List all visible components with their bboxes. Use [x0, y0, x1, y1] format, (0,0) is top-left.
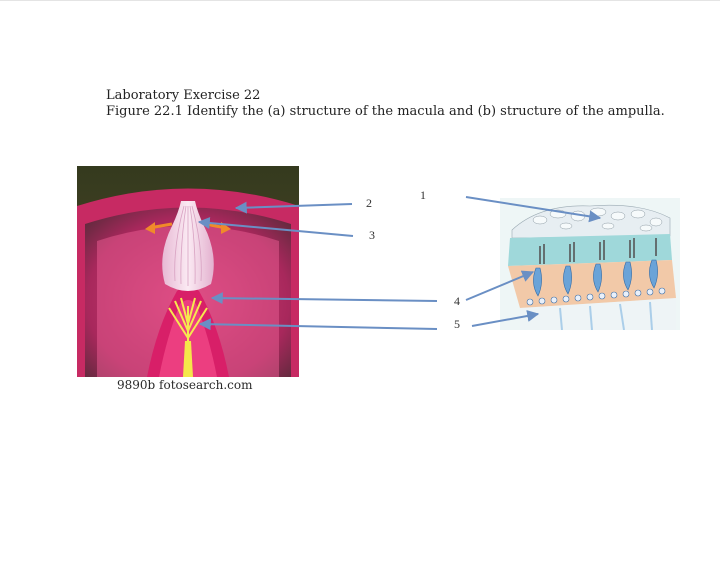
- leader-line-1: [465, 196, 602, 223]
- exercise-title: Laboratory Exercise 22: [106, 88, 261, 103]
- figure-a-caption: 9890b fotosearch.com: [117, 378, 253, 392]
- figure-a-illustration: [77, 166, 299, 377]
- leader-line-5b: [471, 310, 540, 327]
- label-3: 3: [369, 228, 375, 242]
- leader-line-4: [210, 292, 438, 305]
- leader-line-5: [198, 318, 438, 331]
- label-1: 1: [420, 188, 426, 202]
- leader-line-4b: [465, 270, 535, 301]
- label-2: 2: [366, 196, 372, 210]
- leader-line-2: [234, 201, 353, 214]
- label-5: 5: [454, 317, 460, 331]
- figure-b-illustration: [500, 198, 680, 330]
- page-top-border: [0, 0, 720, 1]
- figure-instruction: Figure 22.1 Identify the (a) structure o…: [106, 104, 665, 119]
- leader-line-3: [197, 217, 354, 237]
- document-heading: Laboratory Exercise 22 Figure 22.1 Ident…: [106, 88, 665, 120]
- label-4: 4: [454, 294, 460, 308]
